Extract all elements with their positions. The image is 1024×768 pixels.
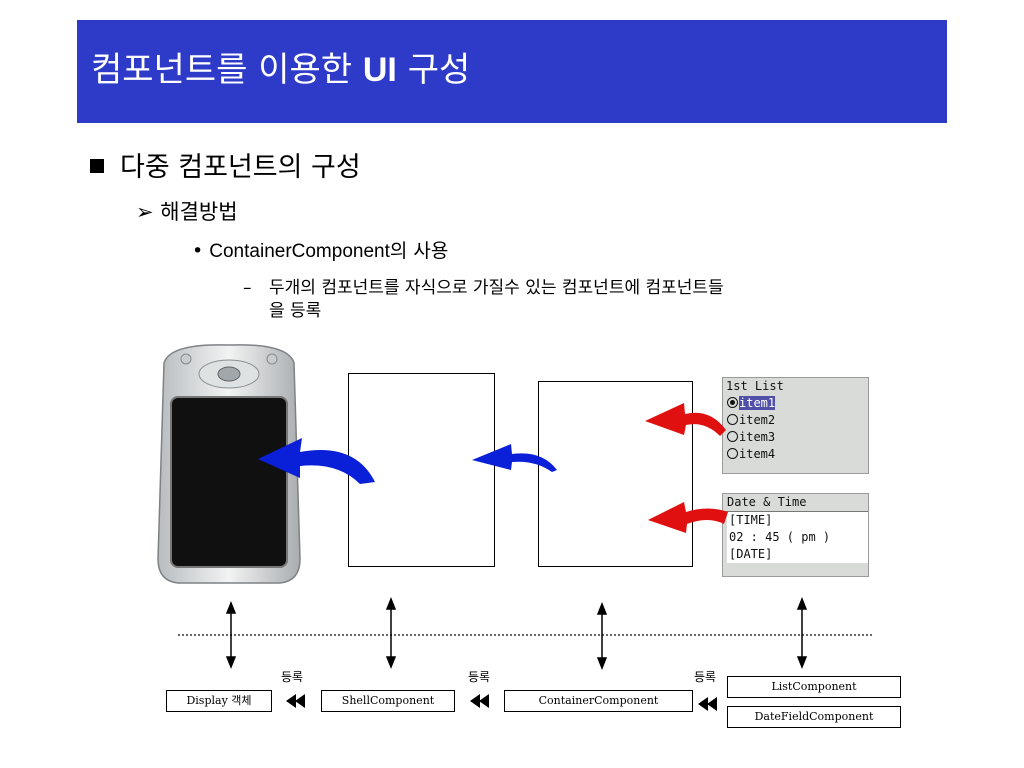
list-item[interactable]: item3 [723,429,868,446]
list-header: 1st List [726,379,784,393]
double-left-arrow-icon [470,694,489,708]
dash-bullet-icon: – [243,278,252,298]
date-line: [DATE] [729,547,773,561]
arrow-bullet-icon: ➢ [136,200,154,224]
bullet-level4: –두개의 컴포넌트를 자식으로 가질수 있는 컴포넌트에 컴포넌트들 을 등록 [243,277,933,323]
square-bullet-icon [90,158,104,173]
radio-icon [727,448,738,459]
bullet-level1: 다중 컴포넌트의 구성 [90,151,361,185]
bullet3-text-en: ContainerComponent [209,241,390,262]
list-widget: 1st List item1 item2 item3 item4 [722,377,869,474]
blue-arrow-icon [258,438,375,484]
register-label: 등록 [281,670,304,684]
double-left-arrow-icon [698,697,717,711]
bullet-level2: ➢ 해결방법 [136,198,238,226]
title-bar: 컴포넌트를 이용한 UI 구성 [77,20,947,123]
phone-illustration [157,344,301,584]
list-item[interactable]: item2 [723,412,868,429]
bullet1-text: 다중 컴포넌트의 구성 [120,152,361,183]
double-left-arrow-icon [286,694,305,708]
shell-component-box: ShellComponent [321,690,455,712]
vertical-connector [225,600,237,670]
date-header: Date & Time [723,494,868,512]
radio-icon [727,431,738,442]
bullet3-text-ko: 의 사용 [389,240,449,262]
bullet-level3: • ContainerComponent의 사용 [192,238,448,265]
bullet4-line2: 을 등록 [269,301,322,321]
title-bold: UI [362,51,397,89]
date-line: [TIME] [729,513,773,527]
red-arrow-icon [648,502,728,533]
container-component-box: ContainerComponent [504,690,693,712]
bullet4-line1: 두개의 컴포넌트를 자식으로 가질수 있는 컴포넌트에 컴포넌트들 [269,278,724,298]
radio-selected-icon [727,397,738,408]
radio-icon [727,414,738,425]
bullet2-text: 해결방법 [160,200,238,224]
display-object-box: Display 객체 [166,690,272,712]
datefield-component-box: DateFieldComponent [727,706,901,728]
title-suffix: 구성 [407,50,471,90]
title-korean: 컴포넌트를 이용한 [91,50,353,90]
blue-arrow-icon [472,444,557,472]
register-label: 등록 [468,670,491,684]
date-body: [TIME] 02 : 45 ( pm ) [DATE] [727,512,868,563]
slide-title: 컴포넌트를 이용한 UI 구성 [91,48,470,92]
list-item[interactable]: item4 [723,446,868,463]
vertical-connector [385,596,397,670]
red-arrow-icon [645,403,726,436]
list-item[interactable]: item1 [723,395,868,412]
register-label: 등록 [694,670,717,684]
list-component-box: ListComponent [727,676,901,698]
vertical-connector [796,596,808,670]
vertical-connector [596,601,608,671]
date-line: 02 : 45 ( pm ) [729,530,831,544]
dot-bullet-icon: • [192,240,204,262]
date-widget: Date & Time [TIME] 02 : 45 ( pm ) [DATE] [722,493,869,577]
